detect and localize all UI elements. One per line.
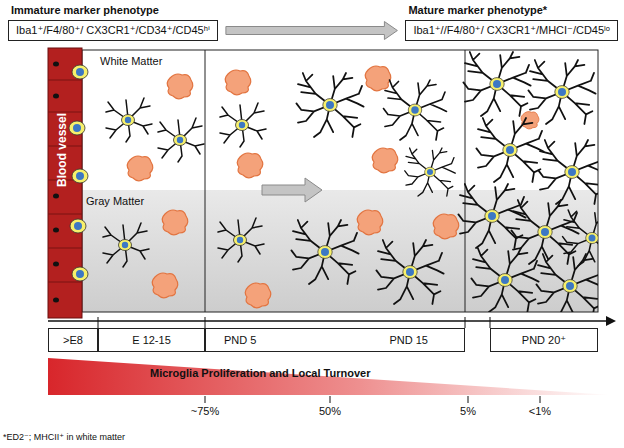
marker-list: Iba1⁺/F4/80⁺/ CX3CR1⁺/CD34⁺/CD45ʰⁱ bbox=[16, 24, 210, 37]
region-label: White Matter bbox=[100, 55, 162, 67]
timeline-cell: E 12-15 bbox=[98, 328, 205, 352]
percent-label: 5% bbox=[460, 405, 476, 417]
timeline-label: >E8 bbox=[63, 334, 83, 346]
timeline-cell: >E8 bbox=[48, 328, 98, 352]
region-label: Gray Matter bbox=[86, 195, 144, 207]
percent-label: ~75% bbox=[191, 405, 219, 417]
phenotype-box: Immature marker phenotypeIba1⁺/F4/80⁺/ C… bbox=[8, 20, 218, 41]
timeline-label: E 12-15 bbox=[132, 334, 171, 346]
vessel-label: Blood vessel bbox=[55, 113, 69, 187]
footnote: *ED2⁻; MHCII⁺ in white matter bbox=[3, 432, 125, 442]
timeline-cell: PND 5 PND 15 bbox=[205, 328, 465, 352]
phenotype-box: Mature marker phenotype*Iba1⁺//F4/80⁺/ C… bbox=[405, 20, 618, 41]
percent-label: <1% bbox=[529, 405, 551, 417]
timeline-label: PND 5 bbox=[224, 334, 256, 346]
marker-list: Iba1⁺//F4/80⁺/ CX3CR1⁺/MHCI⁻/CD45ˡᵒ bbox=[413, 24, 610, 37]
phenotype-heading: Mature marker phenotype* bbox=[408, 4, 547, 16]
timeline-cell: PND 20⁺ bbox=[490, 328, 598, 352]
timeline-label: PND 20⁺ bbox=[522, 334, 566, 347]
percent-label: 50% bbox=[319, 405, 341, 417]
timeline-label: PND 15 bbox=[389, 334, 428, 346]
axis-title: Microglia Proliferation and Local Turnov… bbox=[150, 367, 370, 379]
maturation-arrow bbox=[226, 22, 398, 40]
phenotype-heading: Immature marker phenotype bbox=[11, 4, 159, 16]
